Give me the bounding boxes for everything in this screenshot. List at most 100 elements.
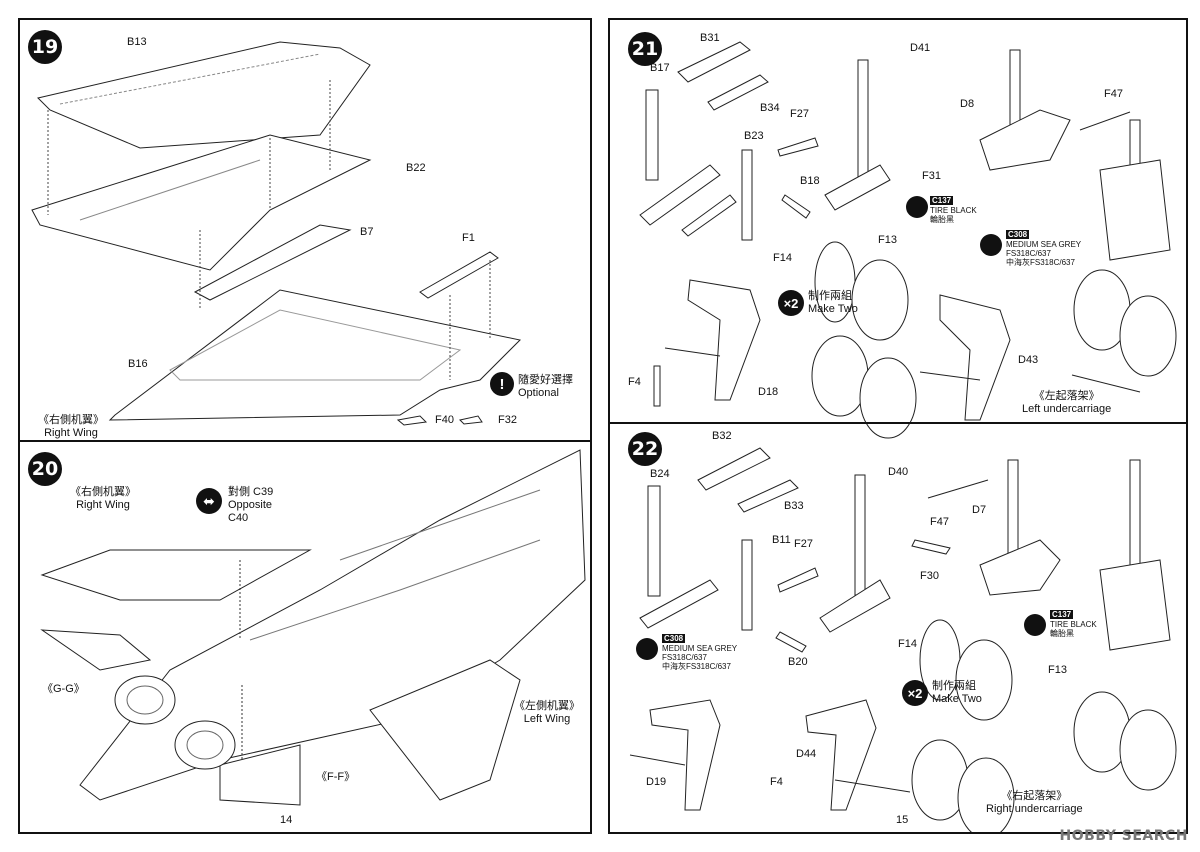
part-label-b24: B24 [650, 468, 670, 480]
caption-en: Right Wing [44, 427, 98, 439]
paint-code-tire: C137 [930, 196, 954, 205]
caption-zh: 《左起落架》 [1033, 390, 1100, 402]
part-label-d19: D19 [646, 776, 667, 788]
paint-tire-black-icon [1024, 614, 1046, 636]
part-label-d41: D41 [910, 42, 931, 54]
part-label-f30: F30 [920, 570, 939, 582]
part-label-f13: F13 [878, 234, 897, 246]
paint-tire-zh: 輪胎黑 [1050, 629, 1074, 638]
paint-grey-zh: 中海灰FS318C/637 [662, 662, 731, 671]
paint-grey-icon [636, 638, 658, 660]
part-label-f47: F47 [930, 516, 949, 528]
part-label-f27: F27 [790, 108, 809, 120]
paint-grey-fs: FS318C/637 [662, 653, 707, 662]
left-wing-zh: 《左側机翼》 [514, 700, 580, 712]
part-label-d43: D43 [1018, 354, 1039, 366]
part-label-f14: F14 [898, 638, 917, 650]
make-two-note: 制作兩組 Make Two [808, 290, 858, 316]
instruction-page-right: 21 B31 B17 B34 B23 F27 B18 D41 D8 F31 F4… [608, 18, 1188, 834]
paint-grey-icon [980, 234, 1002, 256]
part-label-b33: B33 [784, 500, 804, 512]
view-ff-label: 《F-F》 [316, 771, 356, 783]
part-label-d40: D40 [888, 466, 909, 478]
watermark: HOBBY SEARCH [1059, 828, 1188, 844]
step-19-badge: 19 [28, 30, 62, 64]
paint-code-tire: C137 [1050, 610, 1074, 619]
make-two-badge: ×2 [902, 680, 928, 706]
part-label-d18: D18 [758, 386, 779, 398]
part-label-f4: F4 [628, 376, 641, 388]
part-label-f32: F32 [498, 414, 517, 426]
paint-grey-en: MEDIUM SEA GREY [662, 644, 738, 653]
part-label-f31: F31 [922, 170, 941, 182]
optional-note: 隨愛好選擇 Optional [518, 374, 573, 400]
part-label-f47: F47 [1104, 88, 1123, 100]
part-label-f13: F13 [1048, 664, 1067, 676]
part-label-b23: B23 [744, 130, 764, 142]
page-number: 15 [896, 814, 909, 826]
make-two-en: Make Two [932, 693, 982, 705]
part-label-f27: F27 [794, 538, 813, 550]
part-label-f40: F40 [435, 414, 454, 426]
part-label-b16: B16 [128, 358, 148, 370]
right-wing-en: Right Wing [76, 499, 130, 511]
opposite-en: Opposite [228, 499, 273, 511]
make-two-note: 制作兩組 Make Two [932, 680, 982, 706]
paint-code-grey: C308 [662, 634, 686, 643]
part-label-b11: B11 [772, 534, 791, 546]
part-label-b31: B31 [700, 32, 720, 44]
make-two-badge: ×2 [778, 290, 804, 316]
part-label-d7: D7 [972, 504, 987, 516]
step-20-badge: 20 [28, 452, 62, 486]
part-label-f4: F4 [770, 776, 783, 788]
step-22-badge: 22 [628, 432, 662, 466]
part-label-b13: B13 [127, 36, 147, 48]
step-divider [610, 422, 1186, 424]
paint-grey-en: MEDIUM SEA GREY [1006, 240, 1082, 249]
paint-tire-en: TIRE BLACK [1050, 620, 1097, 629]
part-label-b17: B17 [650, 62, 670, 74]
paint-tire-label: TIRE BLACK 輪胎黑 [1050, 620, 1097, 638]
part-label-d8: D8 [960, 98, 975, 110]
page-number: 14 [280, 814, 293, 826]
wing-assembly-drawing [31, 41, 586, 806]
exclamation-icon: ! [490, 372, 514, 396]
paint-tire-black-icon [906, 196, 928, 218]
caption-zh: 《右側机翼》 [38, 414, 104, 426]
part-label-b34: B34 [760, 102, 780, 114]
paint-grey-zh: 中海灰FS318C/637 [1006, 258, 1075, 267]
caption-zh: 《右起落架》 [1001, 790, 1068, 802]
paint-grey-label: MEDIUM SEA GREY FS318C/637 中海灰FS318C/637 [1006, 240, 1081, 267]
paint-tire-en: TIRE BLACK [930, 206, 977, 215]
part-label-f14: F14 [773, 252, 792, 264]
part-label-b32: B32 [712, 430, 732, 442]
opposite-side-icon: ⬌ [196, 488, 222, 514]
step-19-caption: 《右側机翼》 Right Wing [38, 414, 104, 440]
step-22-caption: 《右起落架》 Right undercarriage [986, 790, 1083, 816]
step-21-badge: 21 [628, 32, 662, 66]
instruction-page-left: 19 B13 B22 B7 F1 B16 F40 F32 ! 隨愛好選擇 Opt… [18, 18, 592, 834]
make-two-zh: 制作兩組 [808, 290, 852, 302]
caption-en: Left undercarriage [1022, 403, 1112, 415]
paint-code-grey: C308 [1006, 230, 1030, 239]
optional-zh: 隨愛好選擇 [518, 374, 573, 386]
part-label-d44: D44 [796, 748, 817, 760]
caption-en: Right undercarriage [986, 803, 1083, 815]
right-wing-label: 《右側机翼》 Right Wing [70, 486, 136, 512]
right-wing-zh: 《右側机翼》 [70, 486, 136, 498]
left-wing-label: 《左側机翼》 Left Wing [514, 700, 580, 726]
opposite-part: C40 [228, 512, 249, 524]
part-label-b22: B22 [406, 162, 426, 174]
make-two-zh: 制作兩組 [932, 680, 976, 692]
part-label-f1: F1 [462, 232, 475, 244]
paint-grey-label: MEDIUM SEA GREY FS318C/637 中海灰FS318C/637 [662, 644, 737, 671]
part-label-b18: B18 [800, 175, 820, 187]
paint-tire-zh: 輪胎黑 [930, 215, 954, 224]
make-two-en: Make Two [808, 303, 858, 315]
opposite-note: 對側 C39 Opposite C40 [228, 486, 273, 525]
paint-grey-fs: FS318C/637 [1006, 249, 1051, 258]
step-21-caption: 《左起落架》 Left undercarriage [1022, 390, 1111, 416]
undercarriage-assembly-drawing [629, 41, 1177, 832]
left-wing-en: Left Wing [523, 713, 571, 725]
part-label-b20: B20 [788, 656, 808, 668]
